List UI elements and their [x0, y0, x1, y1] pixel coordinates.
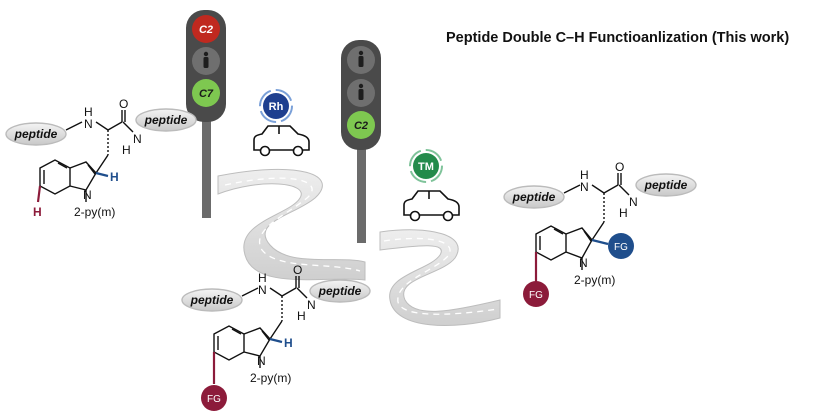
h-atom: H [122, 143, 131, 157]
fg-badge [201, 385, 227, 411]
pedestrian-icon [358, 50, 364, 67]
light-1-top-label: C2 [199, 24, 213, 36]
pedestrian-icon [203, 51, 209, 68]
car-icon [403, 190, 460, 222]
traffic-light-2: C2 [341, 40, 381, 243]
o-atom: O [615, 160, 624, 174]
o-atom: O [293, 263, 302, 277]
light-1-bottom-label: C7 [199, 88, 214, 100]
n-atom: N [307, 298, 316, 312]
road-2 [379, 229, 501, 326]
fg-c2-label: FG [614, 242, 628, 253]
peptide-bubble [503, 185, 565, 209]
peptide-bubble [635, 173, 697, 197]
o-atom: O [119, 97, 128, 111]
peptide-bubble [5, 122, 67, 146]
peptide-bubble [181, 288, 243, 312]
indole-n-atom: N [83, 188, 92, 202]
molecule-start [5, 108, 197, 203]
green-light [192, 79, 220, 107]
n-atom: N [629, 195, 638, 209]
red-light [192, 15, 220, 43]
h-atom: H [84, 105, 93, 119]
car-icon [253, 125, 310, 157]
c7-h-atom: H [33, 205, 42, 219]
peptide-bubble [309, 279, 371, 303]
molecule-middle [181, 276, 371, 384]
peptide-bubble [135, 108, 197, 132]
light-2-bottom-label: C2 [354, 120, 368, 132]
rh-label: Rh [269, 101, 284, 113]
peptide-label: peptide [644, 178, 688, 192]
peptide-label: peptide [190, 293, 234, 307]
traffic-light-1: C2 C7 [186, 10, 226, 218]
fg-c7-label: FG [207, 394, 221, 405]
molecule-middle-labels: FG peptide peptide N H O N H N H 2-py(m) [190, 263, 362, 411]
fg-c7-label: FG [529, 290, 543, 301]
c2-h-atom: H [110, 170, 119, 184]
indole-n-atom: N [579, 256, 588, 270]
tm-label: TM [418, 161, 434, 173]
peptide-label: peptide [14, 127, 58, 141]
green-light [347, 111, 375, 139]
fg-badge [608, 233, 634, 259]
pedestrian-icon [358, 83, 364, 100]
peptide-label: peptide [144, 113, 188, 127]
n-atom: N [84, 117, 93, 131]
molecule-final [503, 173, 697, 282]
road-1 [217, 168, 366, 281]
scheme-title: Peptide Double C–H Functioanlization (Th… [446, 30, 790, 46]
molecule-final-labels: FG FG peptide peptide N H O N H N 2-py(m… [512, 160, 688, 307]
directing-group: 2-py(m) [574, 273, 615, 287]
fg-badge [523, 281, 549, 307]
n-atom: N [133, 132, 142, 146]
n-atom: N [580, 180, 589, 194]
indole-n-atom: N [257, 354, 266, 368]
n-atom: N [258, 283, 267, 297]
molecule-start-labels: peptide peptide N H O N H N H H 2-py(m) [14, 97, 188, 219]
h-atom: H [258, 271, 267, 285]
h-atom: H [297, 309, 306, 323]
catalyst-rh: Rh [259, 89, 293, 123]
c2-h-atom: H [284, 336, 293, 350]
directing-group: 2-py(m) [74, 205, 115, 219]
peptide-label: peptide [512, 190, 556, 204]
peptide-label: peptide [318, 284, 362, 298]
directing-group: 2-py(m) [250, 371, 291, 385]
h-atom: H [580, 168, 589, 182]
h-atom: H [619, 206, 628, 220]
catalyst-tm: TM [409, 149, 443, 183]
